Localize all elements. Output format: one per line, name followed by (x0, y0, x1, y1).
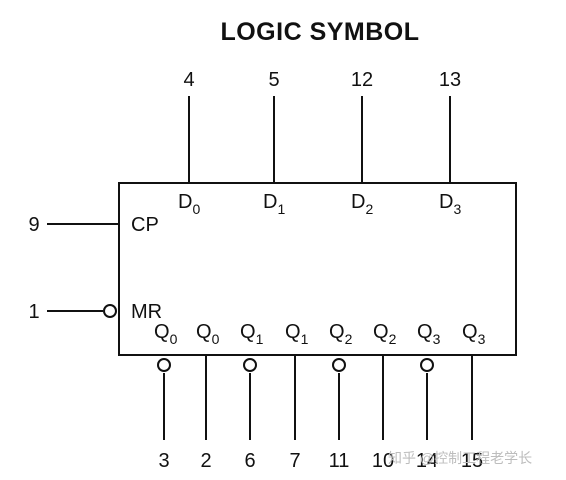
bottom-pin-label: Q3 (417, 321, 441, 347)
bottom-pin-label: Q2 (329, 321, 353, 347)
top-pin-number: 12 (351, 69, 373, 91)
inversion-bubble (103, 304, 117, 318)
bottom-pin-number: 2 (200, 450, 211, 472)
watermark-text: 知乎 @控制工程老学长 (388, 450, 532, 466)
top-pin-number: 4 (183, 69, 194, 91)
top-pin-label: D0 (178, 191, 200, 217)
bottom-pin-number: 10 (372, 450, 394, 472)
bottom-pin-number: 15 (461, 450, 483, 472)
left-pin-label: CP (131, 214, 159, 236)
top-pin-label: D2 (351, 191, 373, 217)
top-pin-label: D3 (439, 191, 461, 217)
diagram-title: LOGIC SYMBOL (220, 18, 420, 46)
inversion-bubble (420, 358, 434, 372)
left-pin-number: 1 (28, 301, 39, 323)
top-pin-label: D1 (263, 191, 285, 217)
top-pin-number: 13 (439, 69, 461, 91)
bottom-pin-number: 14 (416, 450, 438, 472)
bottom-pin-number: 7 (289, 450, 300, 472)
bottom-pin-label: Q3 (462, 321, 486, 347)
chip-body (118, 182, 517, 356)
bottom-pin-number: 11 (329, 450, 350, 472)
bottom-pin-label: Q1 (285, 321, 309, 347)
bottom-pin-label: Q1 (240, 321, 264, 347)
inversion-bubble (243, 358, 257, 372)
bottom-pin-label: Q2 (373, 321, 397, 347)
left-pin-label: MR (131, 301, 162, 323)
bottom-pin-label: Q0 (196, 321, 220, 347)
bottom-pin-label: Q0 (154, 321, 178, 347)
bottom-pin-number: 6 (244, 450, 255, 472)
left-pin-number: 9 (28, 214, 39, 236)
bottom-pin-number: 3 (158, 450, 169, 472)
inversion-bubble (157, 358, 171, 372)
top-pin-number: 5 (268, 69, 279, 91)
inversion-bubble (332, 358, 346, 372)
